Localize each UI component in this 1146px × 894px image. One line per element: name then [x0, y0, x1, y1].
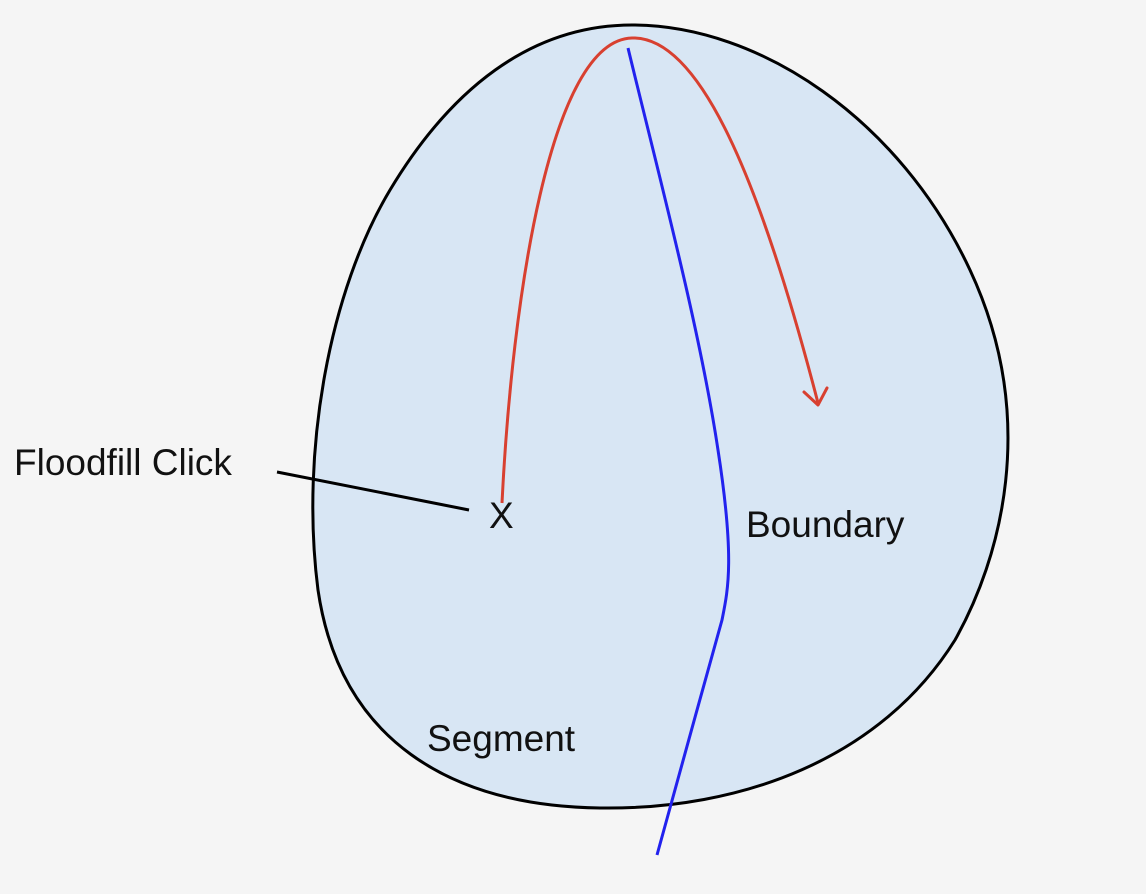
floodfill-click-label: Floodfill Click: [14, 442, 232, 483]
segment-label: Segment: [427, 718, 576, 759]
boundary-label: Boundary: [746, 504, 905, 545]
click-marker: X: [489, 495, 514, 536]
boundary-line: [626, 47, 731, 856]
segment-region: [311, 23, 1010, 810]
floodfill-leader-line: [276, 470, 470, 512]
floodfill-arrowhead: [802, 386, 829, 407]
floodfill-path: [500, 36, 820, 504]
